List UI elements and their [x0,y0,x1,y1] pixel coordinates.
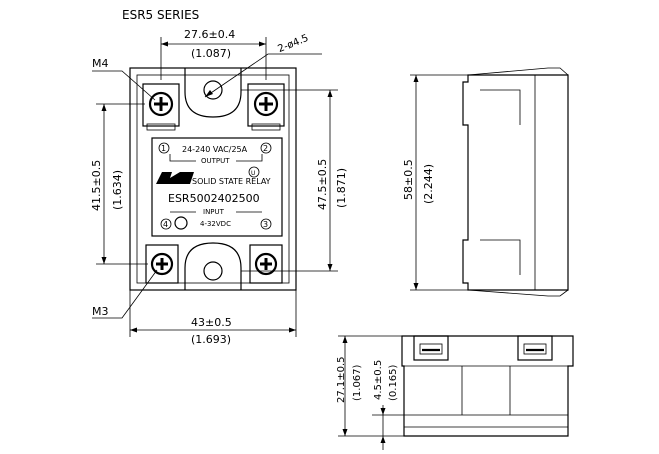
m3-label: M3 [92,305,109,318]
terminal-screw-4 [150,252,174,276]
terminal-screw-2 [253,91,279,117]
terminal-1-marker [158,142,170,154]
right-height-dim: 47.5±0.5 [316,159,329,210]
model-number: ESR5002402500 [168,192,260,205]
bottom-center-lines [461,366,511,415]
top-width-dim-inch: (1.087) [191,47,231,60]
output-rating: 24-240 VAC/25A [182,145,248,154]
screw-cross-icon [259,97,273,111]
ul-cert-icon: U [248,166,260,178]
label-panel [151,137,283,237]
terminal-block-2 [247,83,285,127]
bottom-height-dim: 27.1±0.5 [336,356,347,403]
bottom-mount-tab [184,242,242,290]
base-dim: 4.5±0.5 [373,360,384,400]
bottom-height-dim-inch: (1.067) [352,364,363,401]
relay-text: SOLID STATE RELAY [192,177,271,186]
terminal-3-marker [260,218,272,230]
terminal-screw-3 [254,252,278,276]
dim-arrows-base [380,408,386,443]
terminal-base-1 [146,123,176,131]
dim-ext-lines-right [241,89,338,272]
side-height-dim-inch: (2.244) [422,164,435,204]
top-mount-tab [184,68,242,118]
side-bottom-edge [467,289,569,297]
relay-body-outline [129,67,297,291]
side-view: 58±0.5 (2.244) [402,67,569,297]
input-text: INPUT [203,208,225,216]
dim-ext-lines-bottom-height [338,335,404,437]
bottom-terminal-right [517,335,553,361]
front-view: 1 2 24-240 VAC/25A OUTPUT SOLID STATE RE… [90,28,348,346]
bottom-base-lines [404,414,568,428]
bottom-terminal-left [413,335,449,361]
hole-label: 2-ø4.5 [276,33,310,55]
terminal-screw-1 [148,91,174,117]
m3-leader-line [92,269,158,319]
top-width-dim: 27.6±0.4 [184,28,235,41]
m4-label: M4 [92,57,109,70]
screw-cross-icon [156,258,168,270]
base-dim-inch: (0.165) [388,364,399,401]
terminal-block-3 [249,244,283,284]
dim-ext-lines-bottom [129,290,297,337]
terminal-block-1 [142,83,180,127]
left-height-dim-inch: (1.634) [111,170,124,210]
side-terminal-lines [480,89,521,275]
terminal-2-number: 2 [263,144,268,153]
relay-body-inner [136,74,290,284]
left-height-dim: 41.5±0.5 [90,160,103,211]
bottom-width-dim-inch: (1.693) [191,333,231,346]
hole-leader-line [204,53,322,98]
right-height-dim-inch: (1.871) [335,168,348,208]
hole-leader-arrow [205,90,213,97]
led-indicator [174,216,188,230]
output-text: OUTPUT [201,157,230,165]
side-top-edge [467,67,569,76]
terminal-4-number: 4 [163,220,168,229]
side-height-dim: 58±0.5 [402,159,415,200]
svg-text:U: U [251,170,255,177]
bottom-body-outline [401,335,574,437]
bottom-terminal-left-inner [419,343,443,355]
bottom-mount-hole [203,261,223,281]
terminal-base-2 [251,123,281,131]
bottom-view: 27.1±0.5 (1.067) 4.5±0.5 (0.165) [336,335,574,450]
output-bracket [169,154,263,162]
side-body-outline [462,74,569,291]
input-rating: 4-32VDC [200,220,231,228]
bottom-terminal-right-inner [523,343,547,355]
screw-cross-icon [260,258,272,270]
terminal-4-marker [160,218,172,230]
brand-logo [156,172,194,184]
terminal-3-number: 3 [263,220,268,229]
dim-ext-lines-side [410,74,468,291]
top-mount-hole [203,80,223,100]
m4-leader-line [92,70,156,101]
drawing-title: ESR5 SERIES [122,8,199,22]
screw-cross-icon [154,97,168,111]
terminal-2-marker [260,142,272,154]
bottom-width-dim: 43±0.5 [191,316,232,329]
terminal-1-number: 1 [161,144,166,153]
